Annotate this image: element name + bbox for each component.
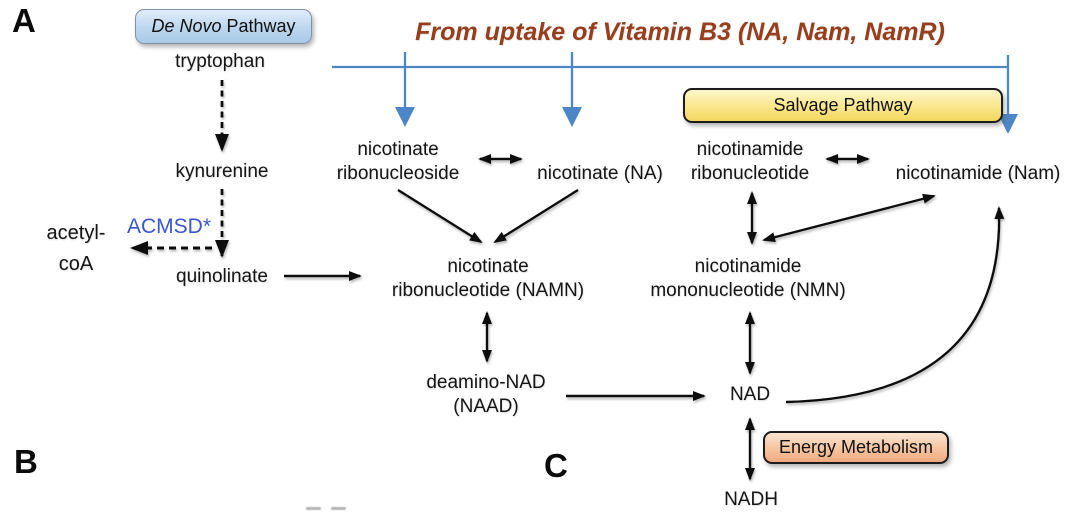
node-nicotinamide-ribonucleotide: nicotinamide ribonucleotide xyxy=(670,138,830,186)
node-quinolinate: quinolinate xyxy=(176,266,268,287)
node-nicotinamide-nam: nicotinamide (Nam) xyxy=(895,163,1061,184)
node-acetyl-coa: acetyl- coA xyxy=(26,218,126,280)
node-nicotinate-ribonucleoside-line1: nicotinate xyxy=(357,139,439,160)
de-novo-pathway-label: Pathway xyxy=(221,16,296,36)
node-nicotinate-na: nicotinate (NA) xyxy=(537,163,663,184)
node-naad-line1: deamino-NAD xyxy=(426,372,546,393)
cropped-text-fragment xyxy=(331,507,346,510)
node-namn-line1: nicotinate xyxy=(447,256,529,277)
node-nadh: NADH xyxy=(724,489,778,510)
node-nicotinamide-ribonucleotide-line1: nicotinamide xyxy=(696,139,804,160)
panel-label-c: C xyxy=(544,447,568,484)
node-kynurenine: kynurenine xyxy=(175,161,269,182)
node-tryptophan: tryptophan xyxy=(175,51,265,72)
arrow-nad-to-nicotinamide-curve xyxy=(785,206,1005,404)
node-acetyl-coa-line2: coA xyxy=(58,253,94,275)
node-nicotinate-ribonucleoside: nicotinate ribonucleoside xyxy=(318,138,478,186)
node-nmn-line1: nicotinamide xyxy=(694,256,802,277)
node-acetyl-coa-line1: acetyl- xyxy=(46,222,106,244)
salvage-pathway-box: Salvage Pathway xyxy=(683,88,1003,123)
node-nicotinamide-ribonucleotide-line2: ribonucleotide xyxy=(690,163,810,184)
node-nmn-line2: mononucleotide (NMN) xyxy=(650,280,846,301)
arrow-nicotinate-to-namn xyxy=(493,188,579,244)
node-nmn: nicotinamide mononucleotide (NMN) xyxy=(635,255,861,303)
node-nicotinate-ribonucleoside-line2: ribonucleoside xyxy=(336,163,460,184)
node-naad: deamino-NAD (NAAD) xyxy=(400,371,572,419)
de-novo-pathway-box: De Novo Pathway xyxy=(135,9,312,44)
enzyme-acmsd-label: ACMSD* xyxy=(126,215,211,238)
energy-metabolism-box: Energy Metabolism xyxy=(763,431,949,464)
cropped-text-fragment xyxy=(306,507,321,510)
node-namn: nicotinate ribonucleotide (NAMN) xyxy=(375,255,601,303)
de-novo-pathway-label-italic: De Novo xyxy=(151,16,222,36)
uptake-title: From uptake of Vitamin B3 (NA, Nam, NamR… xyxy=(415,18,945,46)
panel-label-a: A xyxy=(12,2,36,39)
arrow-nmn-nicotinamide-reversible xyxy=(762,193,936,243)
panel-label-b: B xyxy=(14,443,38,480)
node-naad-line2: (NAAD) xyxy=(453,396,519,417)
node-namn-line2: ribonucleotide (NAMN) xyxy=(391,280,585,301)
node-nad: NAD xyxy=(729,384,771,405)
arrow-ribonucleoside-to-namn xyxy=(397,188,483,244)
